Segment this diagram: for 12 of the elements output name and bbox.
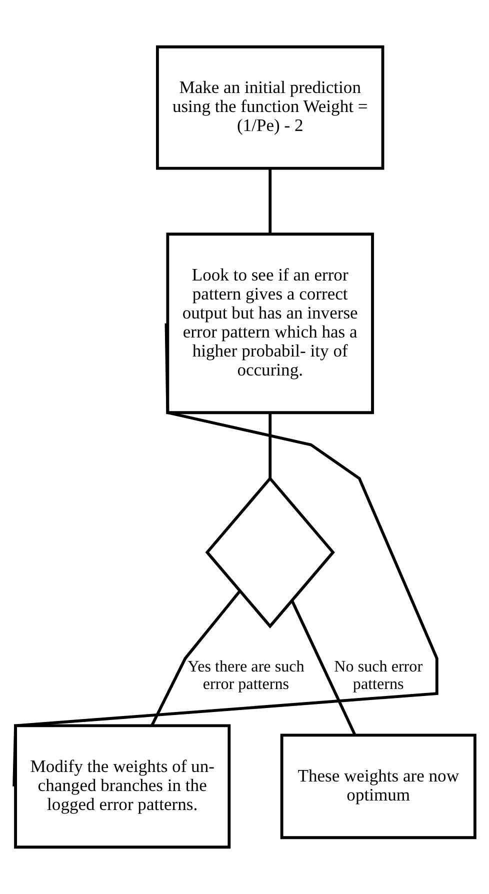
node-diamond [205,476,335,628]
connector [268,168,272,234]
connector [268,412,272,478]
node-box: Look to see if an error pattern gives a correct output but has an inverse error pattern which has a higher probabil- ity of occuring. [166,232,374,414]
connector [12,323,438,786]
connector [150,590,242,726]
node-box: Modify the weights of un- changed branches in the logged error patterns. [14,724,231,849]
edge-label: No such error patterns [334,658,423,693]
node-box: These weights are now optimum [280,734,476,840]
node-box: Make an initial prediction using the function Weight = (1/Pe) - 2 [156,45,384,170]
connector [290,600,356,736]
edge-label: Yes there are such error patterns [188,658,304,693]
